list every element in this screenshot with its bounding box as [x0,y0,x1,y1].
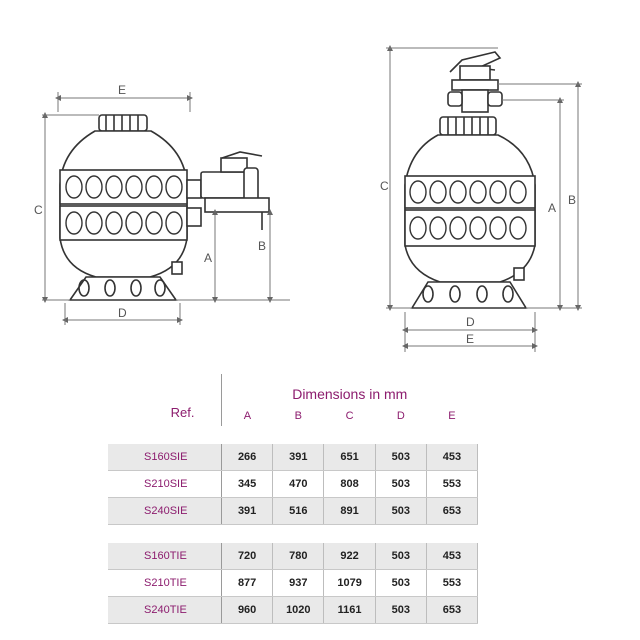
column-header-b: B [294,410,302,422]
ref-header: Ref. [170,405,195,420]
value-cell: 503 [374,470,427,498]
table-row: S160SIE 266 391 651 503 453 [108,444,479,471]
top-label-e: E [466,332,474,346]
ref-cell: S210TIE [108,569,222,597]
value-cell: 1020 [272,596,324,624]
ref-cell: S160SIE [108,444,222,471]
value-cell: 877 [221,569,273,597]
value-cell: 453 [425,444,479,471]
value-cell: 553 [425,470,479,498]
value-cell: 651 [323,444,376,471]
table-row: S240SIE 391 516 891 503 653 [108,497,479,525]
value-cell: 780 [272,543,324,570]
value-cell: 720 [221,543,273,570]
top-label-d: D [466,315,475,329]
table-row: S210SIE 345 470 808 503 553 [108,470,479,498]
side-label-c: C [34,203,43,217]
side-label-d: D [118,306,127,320]
ref-cell: S210SIE [108,470,222,498]
value-cell: 453 [425,543,479,570]
value-cell: 266 [221,444,273,471]
table-row: S160TIE 720 780 922 503 453 [108,543,479,570]
value-cell: 891 [323,497,376,525]
ref-cell: S240TIE [108,596,222,624]
value-cell: 503 [374,444,427,471]
table-row: S240TIE 960 1020 1161 503 653 [108,596,479,624]
top-mount-filter-drawing [404,51,536,309]
dimensions-table: Ref. Dimensions in mm A B C D E S160SIE … [108,374,479,624]
top-label-c: C [380,179,389,193]
column-header-e: E [448,410,456,422]
value-cell: 516 [272,497,324,525]
value-cell: 808 [323,470,376,498]
value-cell: 653 [425,596,479,624]
side-label-b: B [258,239,266,253]
value-cell: 391 [272,444,324,471]
side-mount-filter-drawing [59,114,270,301]
value-cell: 391 [221,497,273,525]
value-cell: 960 [221,596,273,624]
value-cell: 553 [425,569,479,597]
value-cell: 937 [272,569,324,597]
side-mount-dimension-lines [42,92,290,325]
table-row: S210TIE 877 937 1079 503 553 [108,569,479,597]
top-label-a: A [548,201,556,215]
side-label-a: A [204,251,212,265]
value-cell: 1161 [323,596,376,624]
column-header-a: A [221,406,273,426]
value-cell: 922 [323,543,376,570]
ref-cell: S240SIE [108,497,222,525]
value-cell: 1079 [323,569,376,597]
table-title: Dimensions in mm [221,374,478,406]
value-cell: 503 [374,497,427,525]
column-header-d: D [396,410,405,422]
top-label-b: B [568,193,576,207]
technical-drawing: E C B A D [34,45,582,352]
ref-cell: S160TIE [108,543,222,570]
value-cell: 503 [374,569,427,597]
value-cell: 503 [374,543,427,570]
value-cell: 653 [425,497,479,525]
value-cell: 345 [221,470,273,498]
column-header-c: C [345,410,354,422]
value-cell: 470 [272,470,324,498]
value-cell: 503 [374,596,427,624]
side-label-e: E [118,83,126,97]
top-mount-dimension-lines [386,45,582,352]
